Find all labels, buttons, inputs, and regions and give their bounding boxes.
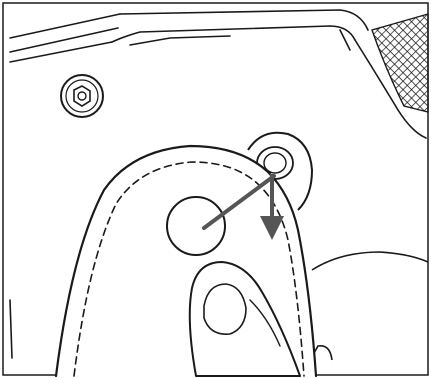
speaker-grille xyxy=(372,14,428,112)
hex-bolt xyxy=(61,75,103,117)
snap-button xyxy=(167,197,225,255)
seat-edge xyxy=(310,252,428,360)
